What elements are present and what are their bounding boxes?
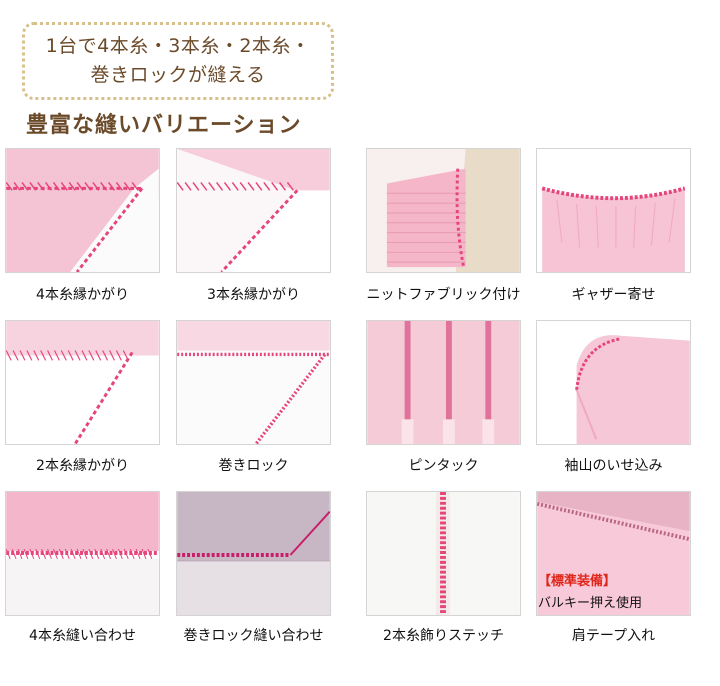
sample-image-4 [5,320,160,445]
sample-label-11: 肩テープ入れ [571,628,656,644]
sample-label-2: ニットファブリック付け [366,287,521,303]
sample-image-7 [536,320,691,445]
feature-banner: 1台で4本糸・3本糸・2本糸・ 巻きロックが縫える [22,22,334,100]
bulky-presser-note: バルキー押え使用 [538,596,643,611]
sample-image-2 [366,148,521,273]
banner-line-2: 巻きロックが縫える [90,64,266,86]
standard-equipment-badge: 【標準装備】 [538,574,617,589]
sample-label-7: 袖山のいせ込み [564,458,663,474]
sample-image-0 [5,148,160,273]
sample-image-9 [176,491,331,616]
sample-image-8 [5,491,160,616]
sample-image-3 [536,148,691,273]
section-heading: 豊富な縫いバリエーション [26,113,302,138]
sample-image-10 [366,491,521,616]
sample-image-1 [176,148,331,273]
banner-line-1: 1台で4本糸・3本糸・2本糸・ [45,35,311,57]
sample-label-8: 4本糸縫い合わせ [29,628,136,644]
sample-label-9: 巻きロック縫い合わせ [183,628,324,644]
sample-label-10: 2本糸飾りステッチ [383,628,504,644]
sample-label-5: 巻きロック [218,458,289,474]
sample-label-6: ピンタック [408,458,479,474]
sample-label-4: 2本糸縁かがり [36,458,129,474]
sample-image-11 [536,491,691,616]
sample-label-0: 4本糸縁かがり [36,287,129,303]
sample-label-1: 3本糸縁かがり [207,287,300,303]
sample-label-3: ギャザー寄せ [571,287,656,303]
sample-image-6 [366,320,521,445]
standard-equipment-note: 【標準装備】 バルキー押え使用 [538,570,688,611]
sample-image-5 [176,320,331,445]
